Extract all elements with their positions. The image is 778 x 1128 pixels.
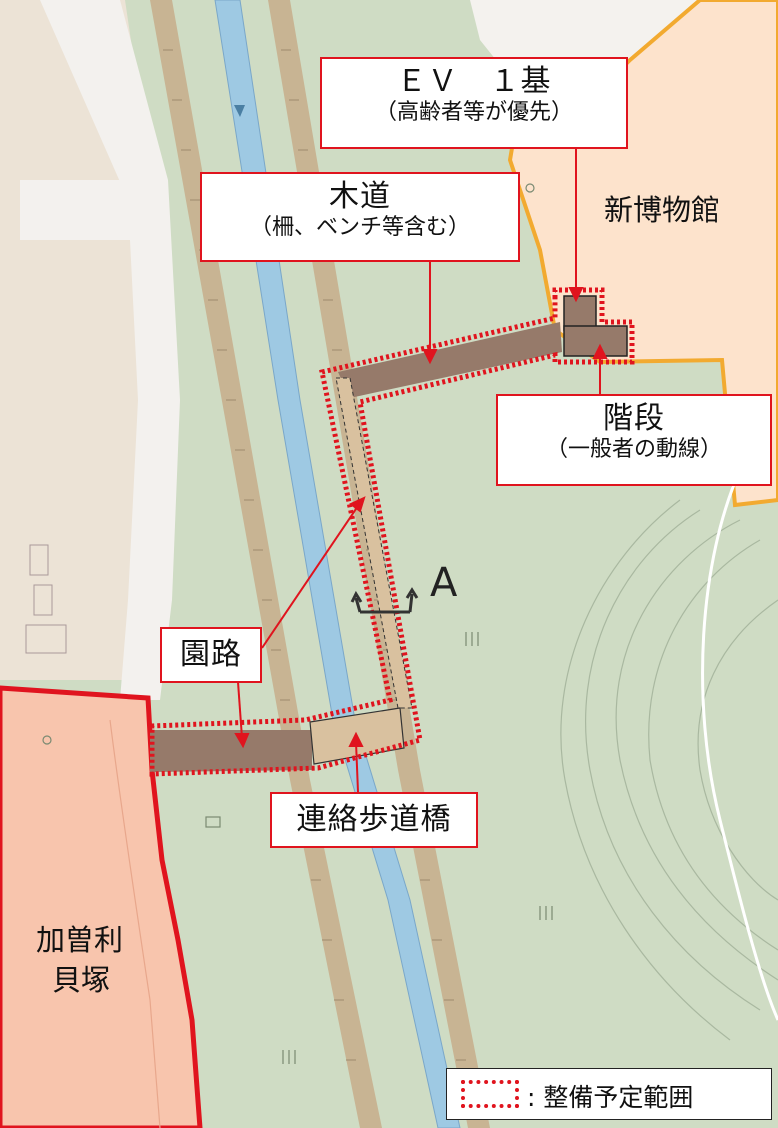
- contour-lines: [560, 499, 778, 1041]
- walkway-to-museum: [338, 322, 562, 398]
- callout-stairs-note: （一般者の動線）: [545, 437, 722, 462]
- elevator-block: [563, 295, 597, 331]
- map-legend: : 整備予定範囲: [446, 1068, 772, 1120]
- callout-boardwalk-title: 木道: [329, 179, 391, 214]
- shell-mound-label-line2: 貝塚: [52, 963, 111, 997]
- building: [33, 584, 53, 616]
- section-marker-label: A: [430, 560, 458, 606]
- callout-boardwalk-note: （柵、ベンチ等含む）: [249, 215, 470, 240]
- callout-bridge-title: 連絡歩道橋: [296, 802, 452, 837]
- callout-elevator-title: ＥＶ １基: [396, 64, 552, 99]
- stairs-block: [563, 325, 628, 357]
- callout-elevator-note: （高齢者等が優先）: [374, 100, 573, 125]
- shell-mound-label-line1: 加曽利: [36, 923, 124, 957]
- callout-stairs-title: 階段: [603, 401, 665, 436]
- walkway-west: [150, 730, 312, 772]
- callout-elevator: ＥＶ １基 （高齢者等が優先）: [320, 57, 628, 149]
- callout-boardwalk: 木道 （柵、ベンチ等含む）: [200, 172, 520, 262]
- trail-east: [701, 469, 778, 1021]
- boardwalk: [335, 377, 413, 709]
- building: [29, 544, 49, 576]
- legend-boundary-swatch: [461, 1080, 519, 1108]
- river: [214, 0, 461, 1128]
- callout-path-title: 園路: [180, 637, 242, 672]
- museum-label: 新博物館: [604, 193, 721, 227]
- road-west-branch: [20, 180, 150, 240]
- planned-boundary: [149, 287, 635, 777]
- shell-mound-contour: [109, 719, 161, 1128]
- river-flow-arrow: [234, 105, 245, 117]
- section-marker-arrows: [350, 587, 419, 614]
- built-area-west: [0, 0, 150, 680]
- legend-text: : 整備予定範囲: [527, 1083, 694, 1112]
- callout-leaders: [234, 148, 608, 793]
- shell-mound-zone: [0, 685, 203, 1128]
- callout-path: 園路: [160, 627, 262, 683]
- map-symbols: [42, 183, 553, 1064]
- callout-bridge: 連絡歩道橋: [270, 792, 478, 848]
- road-west: [40, 0, 180, 700]
- callout-stairs: 階段 （一般者の動線）: [496, 394, 772, 486]
- building: [25, 624, 67, 654]
